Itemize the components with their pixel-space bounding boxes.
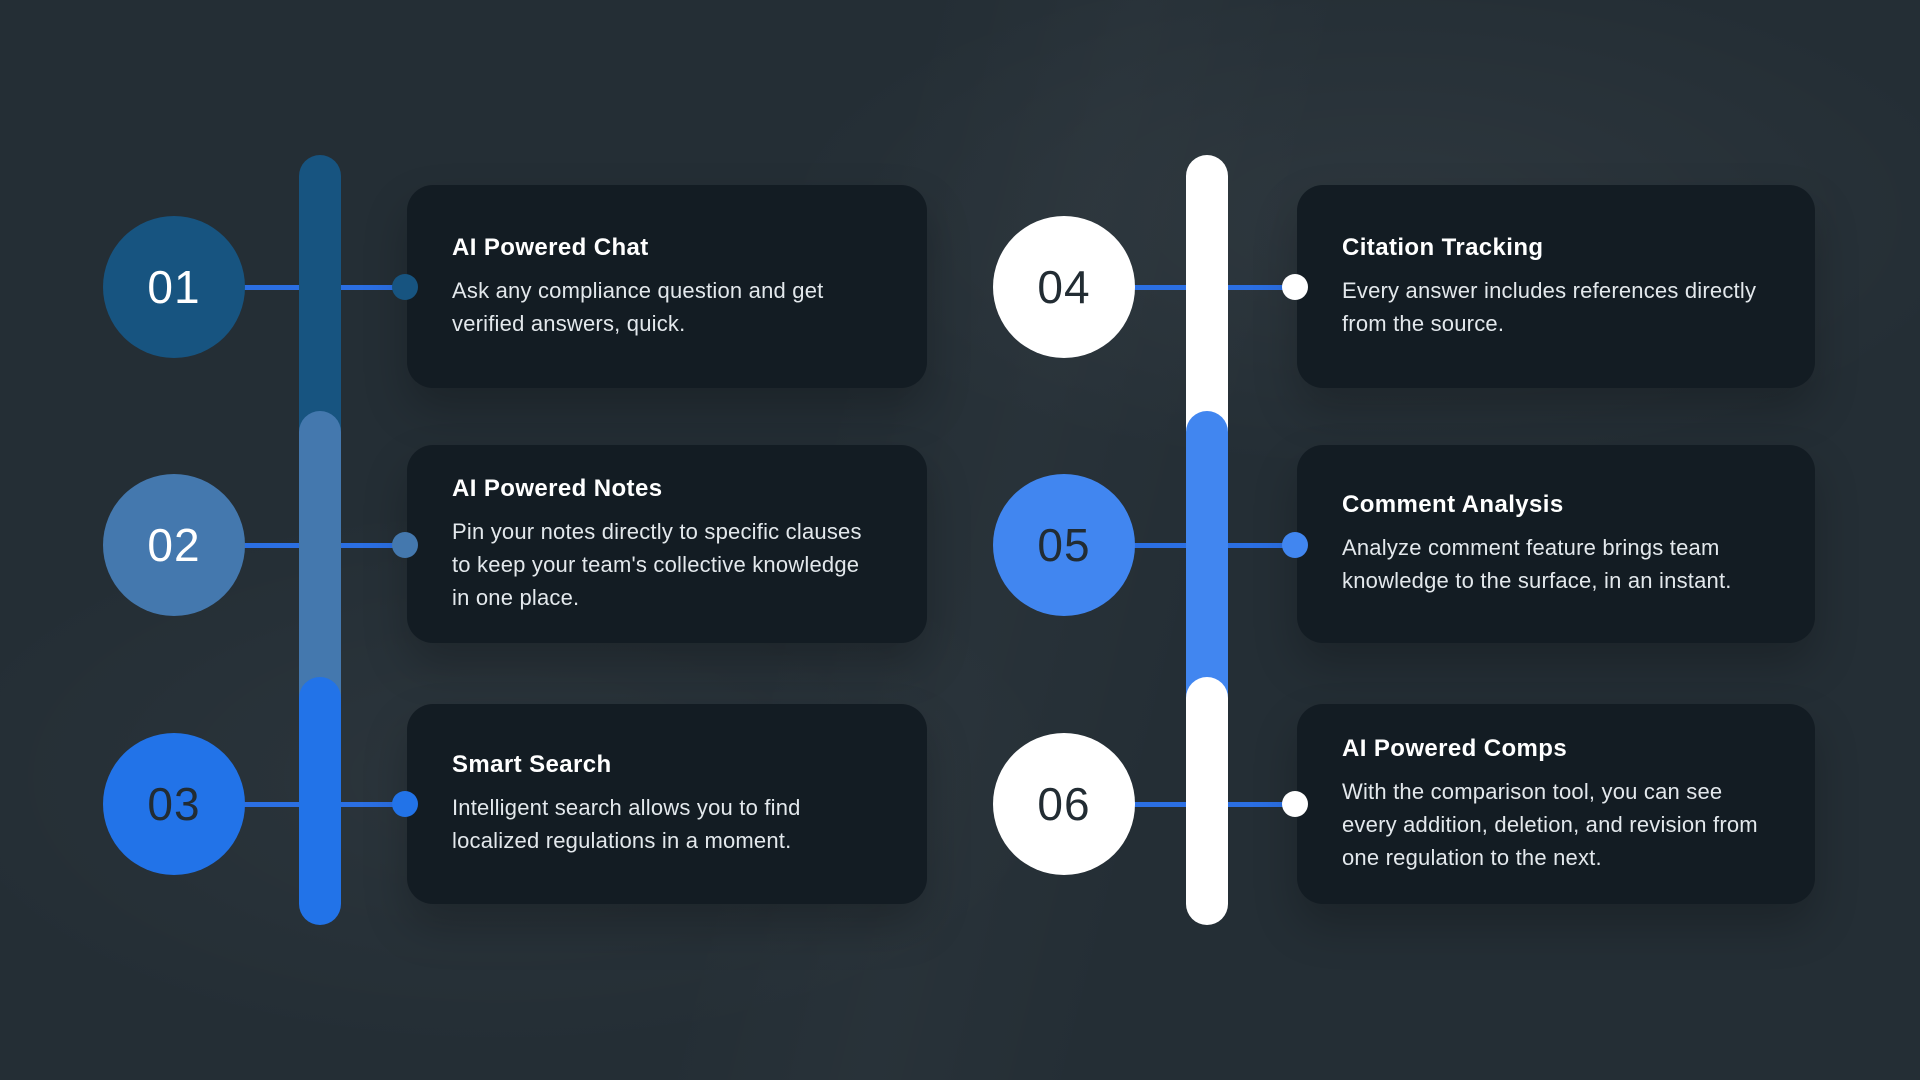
timeline-bar-left [299,155,341,925]
feature-card-04: Citation Tracking Every answer includes … [1297,185,1815,388]
card-description-02: Pin your notes directly to specific clau… [452,518,862,610]
step-circle-05: 05 [993,474,1135,616]
timeline-bar-right [1186,155,1228,925]
feature-card-01: AI Powered Chat Ask any compliance quest… [407,185,927,388]
timeline-segment-3 [299,677,341,925]
connector-line-06 [1064,802,1295,807]
card-description-06: With the comparison tool, you can see ev… [1342,778,1758,870]
feature-card-05: Comment Analysis Analyze comment feature… [1297,445,1815,643]
step-number-04: 04 [1037,261,1091,313]
connector-dot-05 [1282,532,1308,558]
connector-dot-03 [392,791,418,817]
card-title-04: Citation Tracking [1342,233,1544,261]
connector-dot-01 [392,274,418,300]
card-title-02: AI Powered Notes [452,474,663,502]
card-description-03: Intelligent search allows you to find lo… [452,795,801,853]
connector-line-01 [174,285,405,290]
connector-line-02 [174,543,405,548]
card-description-05: Analyze comment feature brings team know… [1342,535,1732,593]
connector-line-03 [174,802,405,807]
connector-line-04 [1064,285,1295,290]
card-description-01: Ask any compliance question and get veri… [452,277,824,336]
connector-line-05 [1064,543,1295,548]
card-title-06: AI Powered Comps [1342,734,1568,762]
step-circle-01: 01 [103,216,245,358]
card-title-05: Comment Analysis [1342,491,1564,518]
card-description-04: Every answer includes references directl… [1342,277,1757,336]
step-number-02: 02 [147,519,201,571]
step-number-05: 05 [1037,519,1091,571]
step-circle-03: 03 [103,733,245,875]
step-number-06: 06 [1037,778,1091,830]
feature-card-06: AI Powered Comps With the comparison too… [1297,704,1815,904]
step-circle-04: 04 [993,216,1135,358]
step-number-03: 03 [147,778,201,830]
connector-dot-02 [392,532,418,558]
step-number-01: 01 [147,261,201,313]
timeline-segment-6 [1186,677,1228,925]
step-circle-06: 06 [993,733,1135,875]
card-title-01: AI Powered Chat [452,233,649,261]
step-circle-02: 02 [103,474,245,616]
feature-card-02: AI Powered Notes Pin your notes directly… [407,445,927,643]
connector-dot-06 [1282,791,1308,817]
feature-card-03: Smart Search Intelligent search allows y… [407,704,927,904]
connector-dot-04 [1282,274,1308,300]
card-title-03: Smart Search [452,751,612,778]
